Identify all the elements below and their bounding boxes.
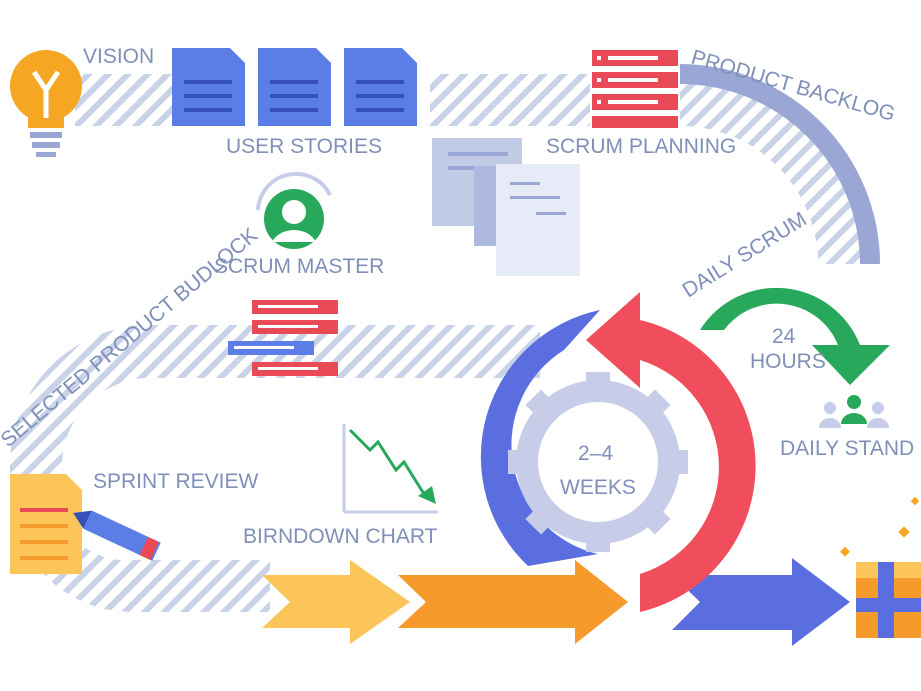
scrum-master-label: SCRUM MASTER — [214, 255, 384, 278]
sprint-length-range: 2–4 — [578, 442, 613, 465]
pen-icon — [73, 510, 161, 561]
people-icon — [819, 395, 889, 428]
sprint-cycle — [480, 292, 756, 612]
gift-icon — [840, 496, 921, 638]
backlog-arc — [680, 64, 880, 264]
user-icon — [256, 171, 332, 249]
user-stories-label: USER STORIES — [226, 135, 382, 158]
hours-unit: HOURS — [750, 350, 826, 373]
gear-icon — [508, 372, 688, 552]
daily-scrum-arrow — [700, 287, 890, 385]
document-icon — [344, 48, 417, 126]
document-icon — [258, 48, 331, 126]
document-icon — [172, 48, 245, 126]
hours-value: 24 — [772, 325, 796, 348]
user-story-documents — [172, 48, 417, 126]
daily-standup-label: DAILY STAND UP — [780, 437, 921, 460]
sprint-length-unit: WEEKS — [560, 476, 636, 499]
sprint-review-label: SPRINT REVIEW — [93, 470, 258, 493]
burndown-chart-icon — [342, 424, 438, 514]
burndown-chart-label: BIRNDOWN CHART — [243, 525, 438, 548]
vision-label: VISION — [83, 45, 154, 68]
scrum-planning-label: SCRUM PLANNING — [546, 135, 736, 158]
process-path — [10, 74, 870, 612]
scrum-planning-documents — [432, 138, 580, 276]
product-backlog-list-icon — [592, 50, 678, 128]
sprint-review-document-icon — [10, 474, 82, 574]
selected-backlog-list-icon — [228, 300, 338, 376]
flow-arrows — [262, 558, 850, 646]
lightbulb-icon — [10, 50, 82, 157]
